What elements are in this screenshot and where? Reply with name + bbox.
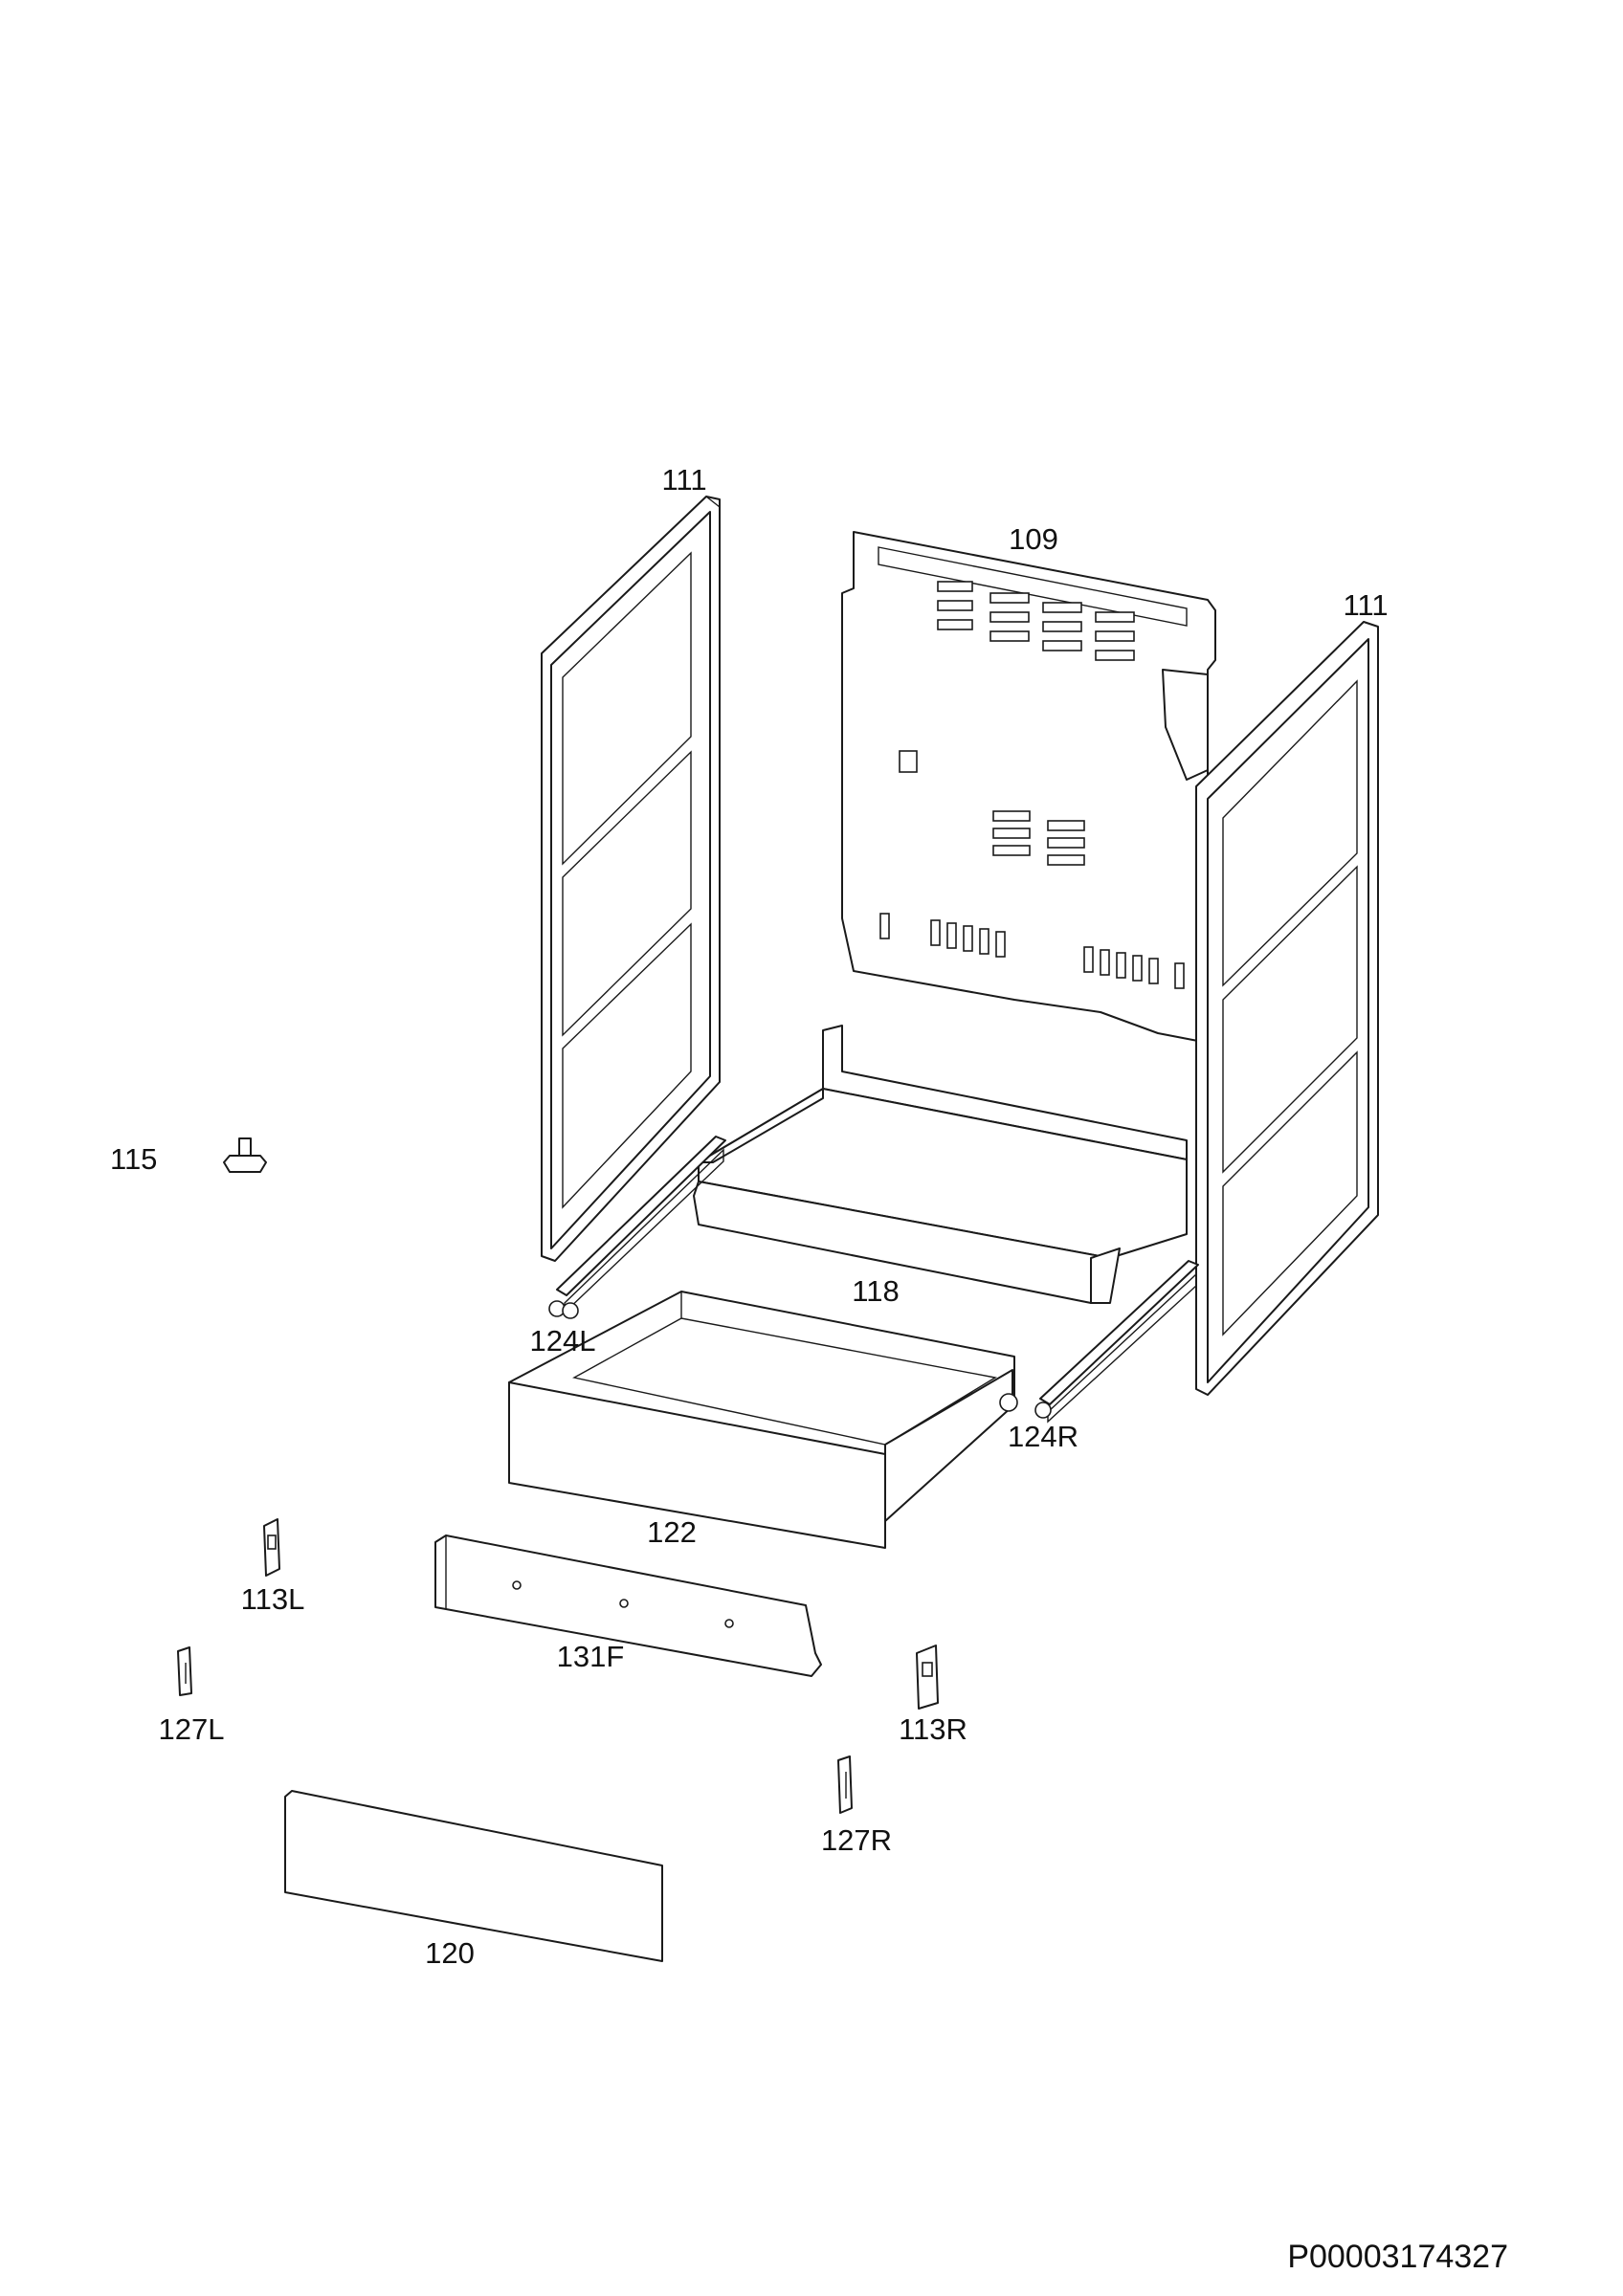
part-label-131f: 131F bbox=[557, 1640, 625, 1673]
drawer-icon[interactable] bbox=[508, 1291, 1018, 1549]
bracket-left-icon[interactable] bbox=[177, 1646, 192, 1696]
part-label-109: 109 bbox=[1009, 522, 1058, 556]
part-label-111-right: 111 bbox=[1343, 588, 1388, 622]
vent-slots-bottom bbox=[879, 913, 1185, 989]
drawer-base-tray-icon[interactable] bbox=[693, 1025, 1188, 1304]
drawer-rail-right-icon[interactable] bbox=[1034, 1260, 1199, 1424]
part-label-115: 115 bbox=[110, 1142, 157, 1176]
document-id: P00003174327 bbox=[1287, 2239, 1508, 2275]
vent-slots-middle bbox=[992, 810, 1085, 866]
hinge-right-icon[interactable] bbox=[916, 1645, 939, 1710]
back-panel-icon[interactable] bbox=[841, 531, 1216, 1044]
adjustable-foot-icon[interactable] bbox=[223, 1137, 267, 1173]
side-panel-right-icon[interactable] bbox=[1195, 621, 1379, 1396]
hinge-left-icon[interactable] bbox=[263, 1518, 280, 1577]
drawer-rail-left-icon[interactable] bbox=[548, 1136, 726, 1319]
part-label-127l: 127L bbox=[159, 1712, 225, 1746]
part-label-118: 118 bbox=[852, 1274, 899, 1308]
part-label-120: 120 bbox=[425, 1936, 475, 1970]
front-rail-icon[interactable] bbox=[434, 1534, 822, 1677]
part-label-113l: 113L bbox=[241, 1582, 305, 1616]
part-label-127r: 127R bbox=[821, 1823, 892, 1857]
part-label-111-left: 111 bbox=[661, 463, 706, 497]
vent-slots-top bbox=[937, 581, 1135, 661]
part-label-113r: 113R bbox=[899, 1712, 967, 1746]
side-panel-left-icon[interactable] bbox=[541, 496, 721, 1262]
bracket-right-icon[interactable] bbox=[837, 1755, 853, 1814]
part-label-124r: 124R bbox=[1008, 1420, 1078, 1453]
drawer-front-panel-icon[interactable] bbox=[284, 1790, 663, 1962]
part-label-122: 122 bbox=[647, 1515, 697, 1549]
part-label-124l: 124L bbox=[530, 1324, 596, 1358]
